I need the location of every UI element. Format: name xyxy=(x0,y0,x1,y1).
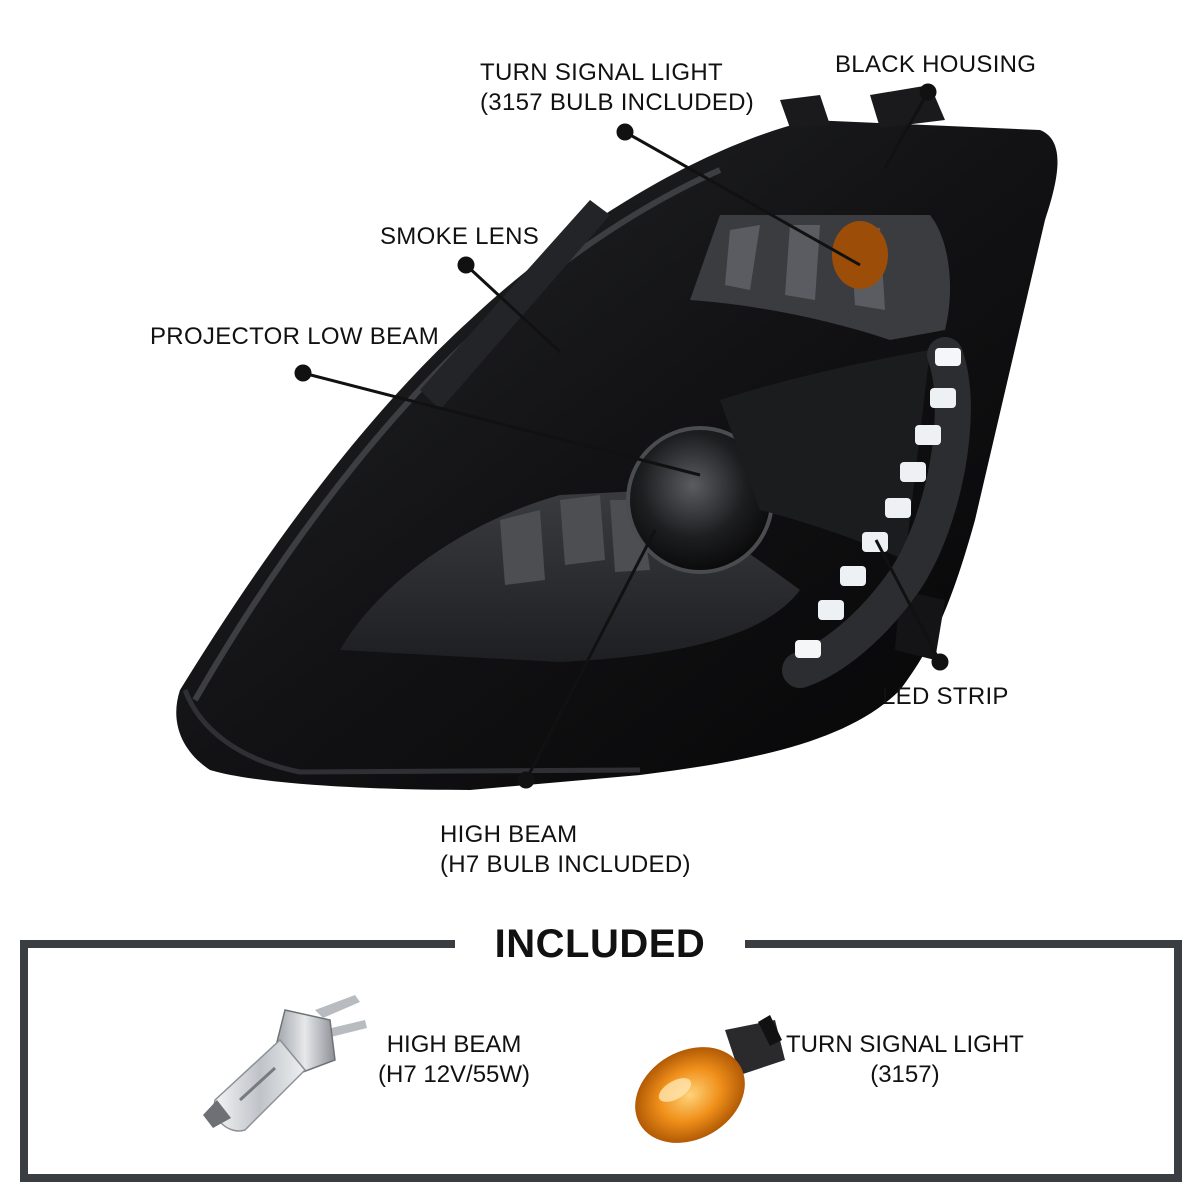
callout-turn-signal-line2: (3157 BULB INCLUDED) xyxy=(480,89,755,116)
callout-high-beam: HIGH BEAM (H7 BULB INCLUDED) xyxy=(440,820,691,880)
callout-turn-signal-light: TURN SIGNAL LIGHT (3157 BULB INCLUDED) xyxy=(480,58,754,118)
callout-high-beam-line2: (H7 BULB INCLUDED) xyxy=(440,851,691,878)
callout-turn-signal-line1: TURN SIGNAL LIGHT xyxy=(480,59,723,86)
projector-shroud xyxy=(720,350,930,560)
projector-lens xyxy=(628,428,772,572)
callout-smoke-lens-label: SMOKE LENS xyxy=(380,223,540,250)
leader-turn-signal xyxy=(624,130,861,267)
led-segment xyxy=(818,600,844,620)
h7-bulb-pins xyxy=(315,995,367,1038)
led-strip-track xyxy=(782,337,971,688)
leader-dot-black-housing xyxy=(919,83,937,101)
h7-bulb-tip xyxy=(203,1100,231,1128)
led-segment xyxy=(795,640,821,658)
turn-signal-facets xyxy=(725,225,885,310)
leader-led-strip xyxy=(874,539,942,663)
callout-projector-low-beam-label: PROJECTOR LOW BEAM xyxy=(150,323,439,350)
h7-bulb-filament xyxy=(238,1066,277,1102)
callout-black-housing: BLACK HOUSING xyxy=(835,50,1036,80)
leader-dot-led-strip xyxy=(931,653,949,671)
included-item-high-beam: HIGH BEAM (H7 12V/55W) xyxy=(378,1030,530,1090)
included-title: INCLUDED xyxy=(455,918,745,970)
included-turn-signal-line1: TURN SIGNAL LIGHT xyxy=(786,1031,1024,1058)
callout-black-housing-label: BLACK HOUSING xyxy=(835,51,1037,78)
led-segment xyxy=(935,348,961,366)
callout-leaders xyxy=(294,83,949,789)
smoke-lens-facets xyxy=(420,200,610,410)
amber-bulb-glass xyxy=(635,1047,745,1143)
housing-bottom-edge xyxy=(182,689,641,775)
included-turn-signal-line2: (3157) xyxy=(870,1061,940,1088)
amber-bulb-highlight xyxy=(658,1078,692,1102)
high-beam-facets xyxy=(500,495,650,585)
included-high-beam-line2: (H7 12V/55W) xyxy=(378,1061,531,1088)
led-segment xyxy=(930,388,956,408)
led-segment xyxy=(900,462,926,482)
led-segment xyxy=(862,532,888,552)
leader-projector-low-beam xyxy=(302,371,701,477)
led-segment xyxy=(885,498,911,518)
h7-halogen-bulb-icon xyxy=(203,995,367,1132)
callout-smoke-lens: SMOKE LENS xyxy=(380,222,539,252)
included-item-turn-signal: TURN SIGNAL LIGHT (3157) xyxy=(786,1030,1024,1090)
leader-dot-smoke-lens xyxy=(457,256,475,274)
callout-led-strip: LED STRIP xyxy=(882,682,1009,712)
included-high-beam-line1: HIGH BEAM xyxy=(386,1031,522,1058)
callout-led-strip-label: LED STRIP xyxy=(882,683,1009,710)
led-segment xyxy=(840,566,866,586)
amber-bulb-clip xyxy=(758,1015,782,1046)
callout-projector-low-beam: PROJECTOR LOW BEAM xyxy=(150,322,439,352)
leader-high-beam xyxy=(524,529,657,781)
leader-smoke-lens xyxy=(464,263,562,354)
turn-signal-amber-bulb xyxy=(832,221,888,289)
leader-black-housing xyxy=(883,91,930,169)
led-strip xyxy=(782,337,971,688)
callout-high-beam-line1: HIGH BEAM xyxy=(440,821,578,848)
amber-3157-bulb-icon xyxy=(635,1015,785,1143)
leader-dot-turn-signal xyxy=(616,123,634,141)
leader-dot-high-beam xyxy=(517,771,535,789)
leader-dot-projector-low-beam xyxy=(294,364,312,382)
led-segment xyxy=(915,425,941,445)
mounting-tab xyxy=(780,95,830,128)
